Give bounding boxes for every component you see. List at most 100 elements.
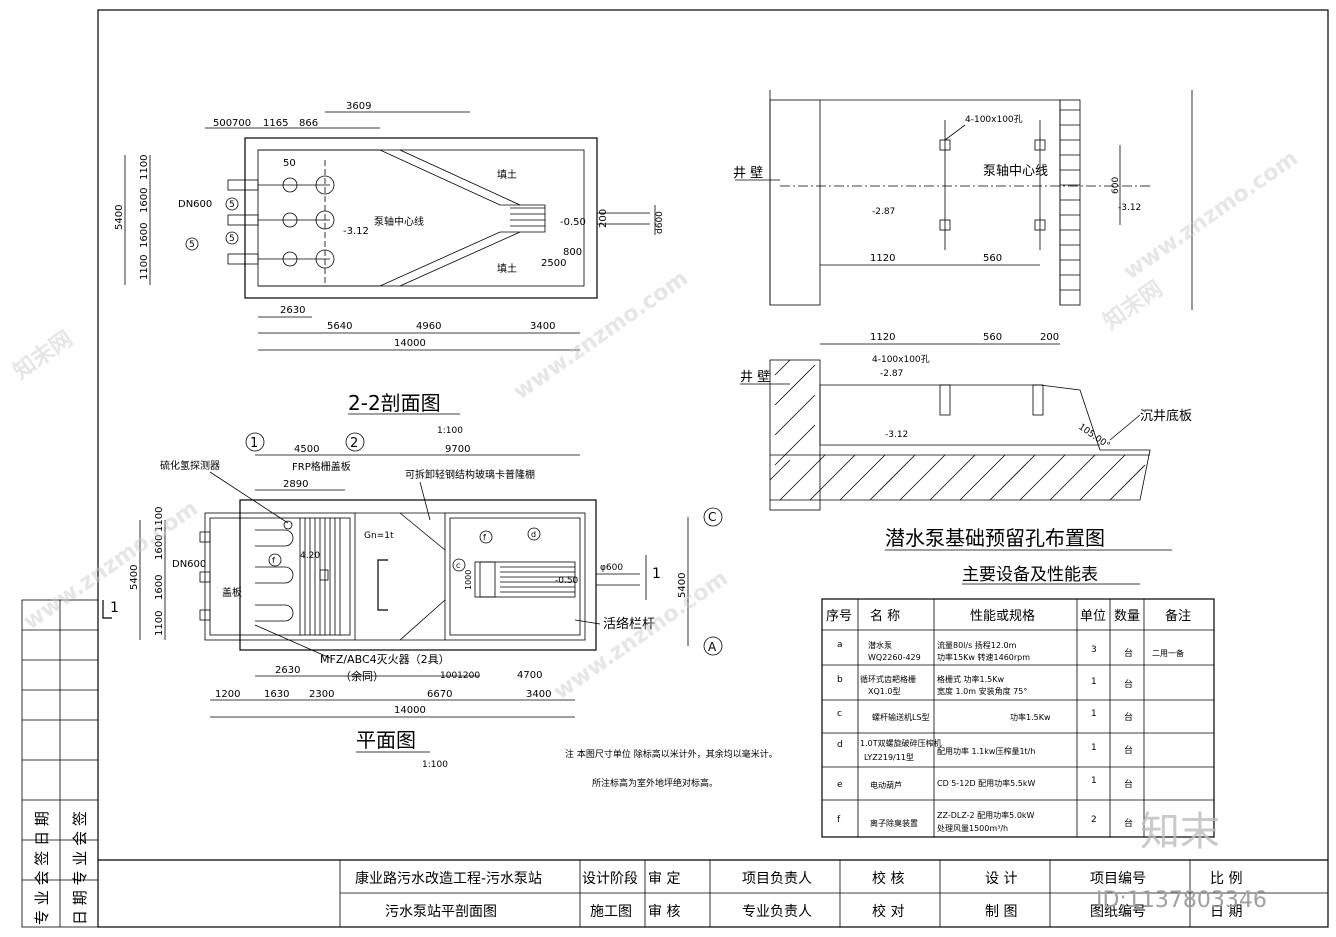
fb-elev-b: -3.12 (885, 430, 908, 440)
row-e-name-1: 电动葫芦 (870, 780, 902, 790)
conveyor (474, 561, 576, 598)
row-a-note: 二用一备 (1152, 648, 1184, 658)
section-2-2: 5 5 5 500 700 1165 866 3609 5400 1100 16… (114, 101, 665, 436)
sec-dim-200: 200 (598, 209, 609, 228)
tb-r1-1: 项目负责人 (742, 871, 812, 887)
row-b-spec-2: 宽度 1.0m 安装角度 75° (937, 686, 1027, 696)
fb-hole: 4-100x100孔 (872, 354, 930, 365)
row-d-qty: 1 (1091, 743, 1097, 753)
plan-mark-f1: f (272, 556, 275, 565)
fb-dim-1120: 1120 (870, 332, 895, 343)
plan-dim-4700: 4700 (517, 670, 542, 681)
row-f-unit: 台 (1124, 817, 1133, 829)
row-b-name-2: XQ1.0型 (868, 687, 901, 696)
ft-dim-560: 560 (983, 253, 1002, 264)
row-a-qty: 3 (1091, 645, 1097, 655)
tb-r2-4: 图纸编号 (1090, 904, 1146, 920)
sec-dim-1165: 1165 (263, 118, 288, 129)
row-f-qty: 2 (1091, 815, 1097, 825)
foundation-bottom: 1120 560 200 井 壁 4-100x100孔 -2.87 -3.12 … (740, 332, 1192, 511)
sec-elev-b: -0.50 (560, 217, 586, 228)
row-d-name-1: 1.0T双螺旋破碎压榨机 (860, 738, 942, 748)
mark-5b: 5 (229, 234, 235, 244)
row-e-unit: 台 (1124, 778, 1133, 790)
plan-dim-1630: 1630 (264, 689, 289, 700)
row-e-spec-1: CD 5-12D 配用功率5.5kW (937, 778, 1036, 788)
fb-slab: 沉井底板 (1140, 408, 1192, 424)
sec-dim-500: 500 (213, 118, 232, 129)
sec-dim-800: 800 (563, 247, 582, 258)
row-b-no: b (837, 675, 843, 685)
note-line-1: 注 本图尺寸单位 除标高以米计外，其余均以毫米计。 (565, 748, 778, 760)
sec-dim-2500: 2500 (541, 258, 566, 269)
plan-mark-f2: f (483, 533, 486, 542)
wm-site-3: www.znzmo.com (1119, 146, 1303, 285)
sec-dim-3609: 3609 (346, 101, 371, 112)
plan-elev: -0.50 (555, 576, 579, 586)
fb-angle: 105.00° (1076, 422, 1111, 451)
row-d-name-2: LYZ219/11型 (864, 753, 914, 762)
ft-hole: 4-100x100孔 (965, 114, 1023, 125)
tb-project: 康业路污水改造工程-污水泵站 (355, 870, 542, 887)
row-d-unit: 台 (1124, 744, 1133, 756)
row-a-spec-1: 流量80l/s 扬程12.0m (937, 640, 1017, 650)
equipment-table: 序号 名 称 性能或规格 单位 数量 备注 a 潜水泵 WQ2260-429 流… (821, 598, 1215, 838)
sec-dim-5640: 5640 (327, 321, 352, 332)
sec-dim-50: 50 (283, 158, 296, 169)
th-qty: 数量 (1114, 609, 1140, 624)
th-spec: 性能或规格 (970, 608, 1035, 624)
ft-elev-left: -2.87 (872, 207, 895, 217)
sec-dim-1100a: 1100 (139, 155, 150, 180)
row-f-spec-1: ZZ-DLZ-2 配用功率5.0kW (937, 810, 1035, 820)
equipment-title: 主要设备及性能表 (962, 565, 1098, 585)
plan-title: 平面图 (356, 728, 416, 752)
th-name: 名 称 (870, 608, 900, 624)
plan-cover: 盖板 (222, 586, 242, 599)
wm-brand: 知末 (1140, 809, 1220, 855)
section-scale: 1:100 (437, 426, 463, 436)
plan-gn: Gn=1t (364, 531, 394, 541)
ft-pump-axis: 泵轴中心线 (983, 164, 1048, 179)
foundation-top: 井 壁 4-100x100孔 泵轴中心线 -2.87 -3.12 600 112… (733, 90, 1193, 310)
sec-dim-3400: 3400 (530, 321, 555, 332)
side-strip: 专 业 会 签 日 期 日 期 专 业 会 签 (21, 599, 99, 928)
fb-dim-200: 200 (1040, 332, 1059, 343)
wm-site-1: www.znzmo.com (509, 266, 693, 405)
plan-view: 1 2 C A 4500 9700 2890 (102, 432, 723, 770)
row-a-unit: 台 (1124, 647, 1133, 659)
sec-dim-700: 700 (232, 118, 251, 129)
tb-r1-5: 比 例 (1210, 871, 1242, 887)
tb-phase-value: 施工图 (590, 904, 632, 920)
plan-dim-14000: 14000 (394, 705, 426, 716)
tb-r2-0: 审 核 (648, 904, 680, 920)
plan-dim-6670: 6670 (427, 689, 452, 700)
row-b-name-1: 循环式齿耙格栅 (860, 674, 916, 684)
sec-fill-bottom: 填土 (497, 262, 517, 275)
plan-h2s: 硫化氢探测器 (160, 459, 220, 472)
side-strip-col2: 日 期 专 业 会 签 (71, 811, 89, 925)
wm-cn-1: 知末网 (9, 326, 78, 385)
slab-hatch (769, 359, 1146, 501)
th-unit: 单位 (1080, 609, 1106, 624)
row-a-spec-2: 功率15Kw 转速1460rpm (937, 652, 1030, 662)
sec-dim-866: 866 (299, 118, 318, 129)
ft-dim-600: 600 (1111, 177, 1121, 194)
watermark: www.znzmo.com 知末网 www.znzmo.com 知末网 www.… (9, 146, 1303, 913)
sec-elev-a: -3.12 (343, 226, 369, 237)
tb-drawing: 污水泵站平剖面图 (385, 904, 497, 920)
tb-r2-1: 专业负责人 (742, 904, 812, 920)
row-a-name-2: WQ2260-429 (868, 653, 921, 662)
fb-well-wall: 井 壁 (740, 370, 770, 385)
plan-grille: 活络栏杆 (603, 616, 655, 632)
tb-r1-0: 审 定 (648, 871, 680, 887)
sec-dim-1600a: 1600 (139, 188, 150, 213)
plan-dim-420: 4.20 (300, 551, 320, 561)
plan-canopy: 可拆卸轻钢结构玻璃卡普隆棚 (405, 468, 535, 481)
plan-dim-2300: 2300 (309, 689, 334, 700)
row-a-no: a (837, 640, 843, 650)
row-c-spec-1: 功率1.5Kw (1010, 712, 1051, 722)
plan-dim-1600a: 1600 (154, 535, 165, 560)
plan-pipe-right: φ600 (600, 563, 623, 573)
plan-dim-1200: 1200 (215, 689, 240, 700)
plan-dn600: DN600 (172, 559, 206, 570)
